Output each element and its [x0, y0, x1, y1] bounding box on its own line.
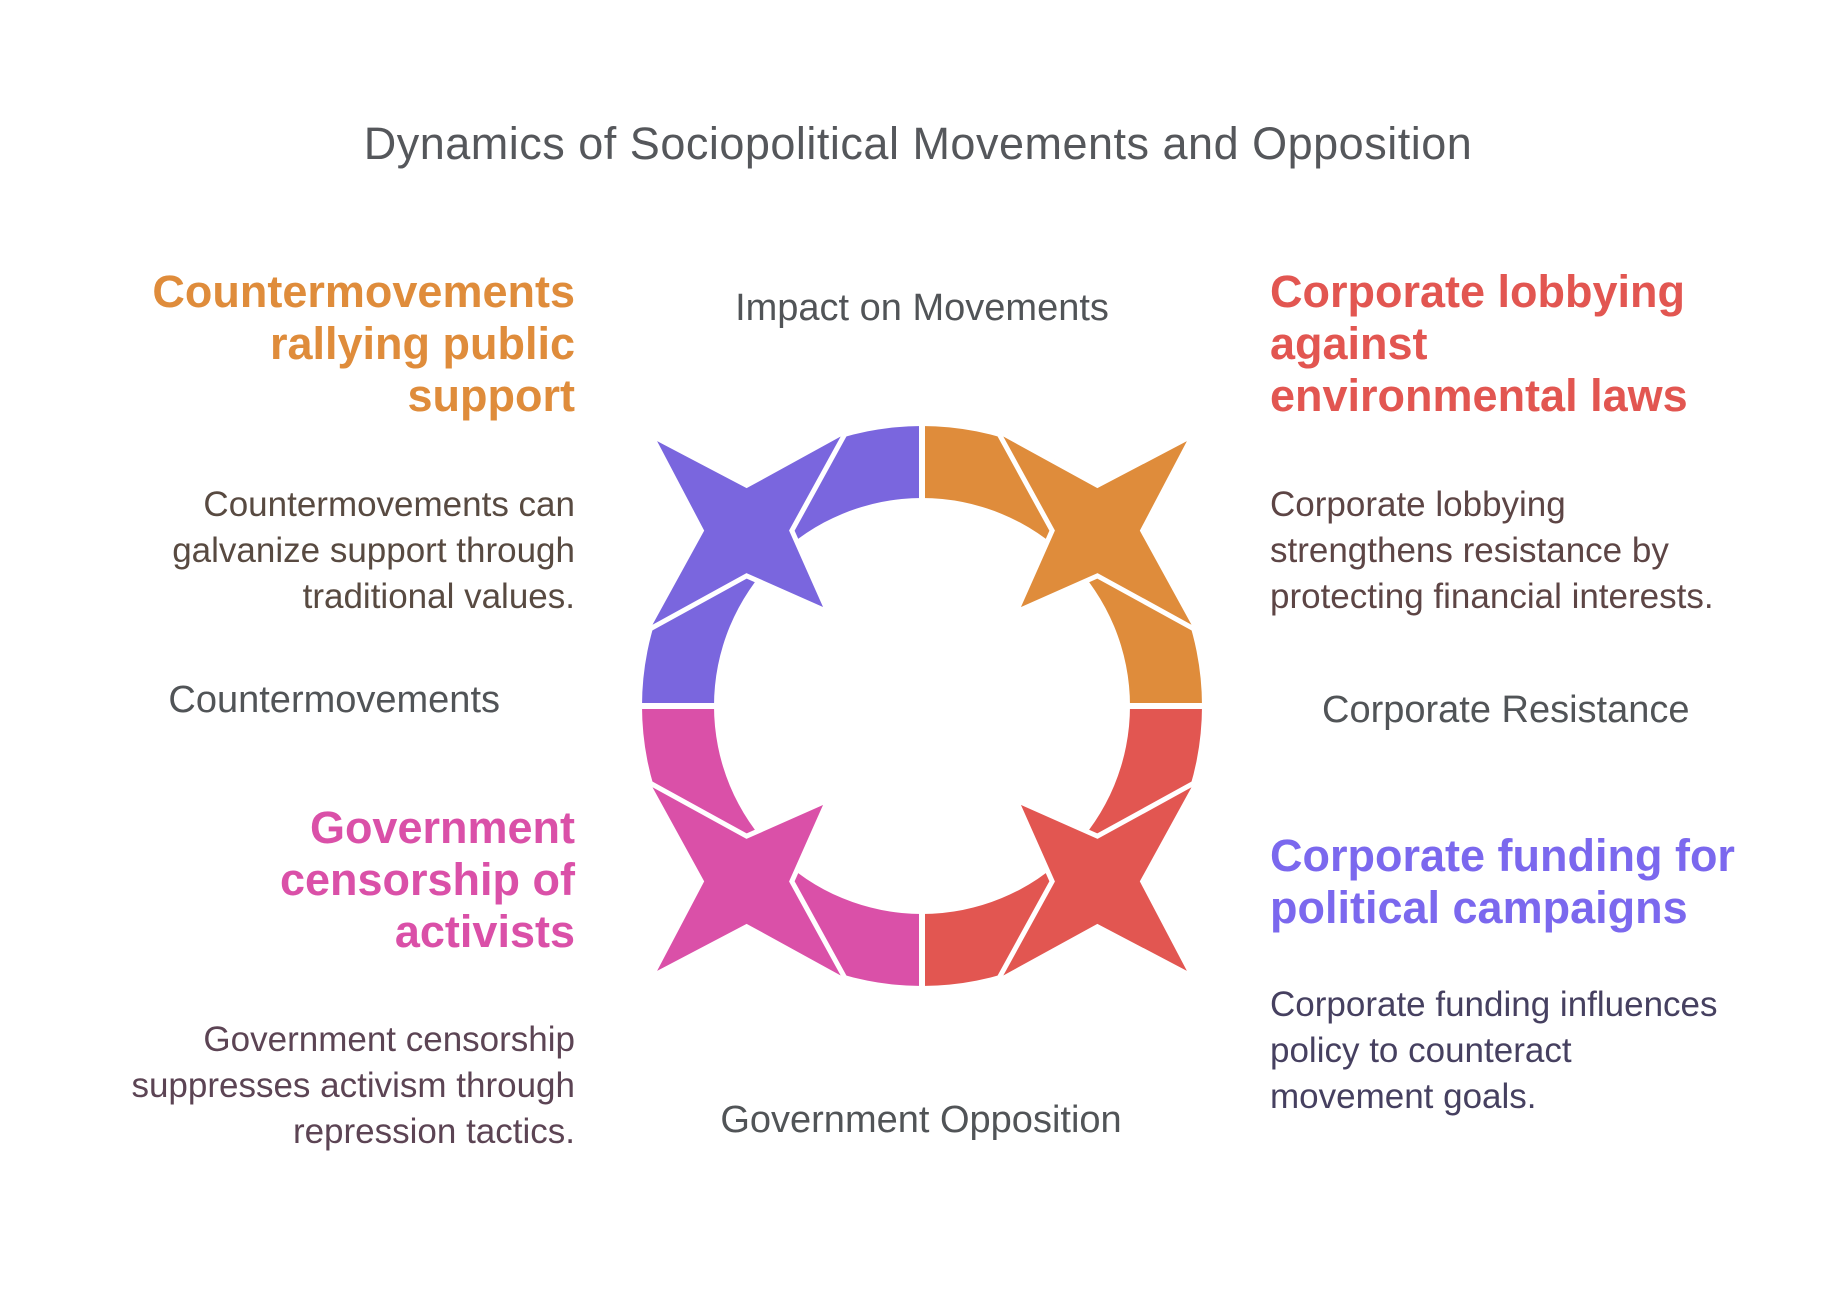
label-impact-on-movements: Impact on Movements — [735, 287, 1109, 329]
quadrant-bottom-right — [922, 706, 1205, 989]
arc-top-left — [642, 426, 922, 706]
heading-corporate-funding: Corporate funding for political campaign… — [1270, 830, 1735, 933]
arrow-star-top-right — [990, 423, 1205, 638]
page-title: Dynamics of Sociopolitical Movements and… — [363, 118, 1473, 169]
cycle-diagram-svg — [630, 414, 1214, 998]
arrow-star-bottom-left — [639, 774, 854, 989]
heading-corporate-lobbying: Corporate lobbying against environmental… — [1270, 266, 1688, 421]
arc-bottom-left — [642, 706, 922, 986]
arrow-star-top-left — [639, 423, 854, 638]
quadrant-top-left — [639, 423, 922, 706]
label-countermovements: Countermovements — [168, 679, 500, 721]
body-countermovements: Countermovements can galvanize support t… — [172, 485, 575, 616]
quadrant-top-right — [922, 423, 1205, 706]
body-corporate-funding: Corporate funding influences policy to c… — [1270, 985, 1718, 1116]
quadrant-bottom-left — [639, 706, 922, 989]
arrow-star-bottom-right — [990, 774, 1205, 989]
body-corporate-lobbying: Corporate lobbying strengthens resistanc… — [1270, 485, 1714, 616]
cycle-diagram — [542, 326, 1302, 1086]
heading-government-censorship: Government censorship of activists — [279, 802, 575, 957]
arc-top-right — [922, 426, 1202, 706]
arc-bottom-right — [922, 706, 1202, 986]
heading-countermovements: Countermovements rallying public support — [152, 266, 575, 421]
body-government-censorship: Government censorship suppresses activis… — [131, 1020, 575, 1151]
label-corporate-resistance: Corporate Resistance — [1322, 689, 1690, 731]
label-government-opposition: Government Opposition — [720, 1099, 1122, 1141]
quadrant-separators — [630, 414, 1214, 998]
